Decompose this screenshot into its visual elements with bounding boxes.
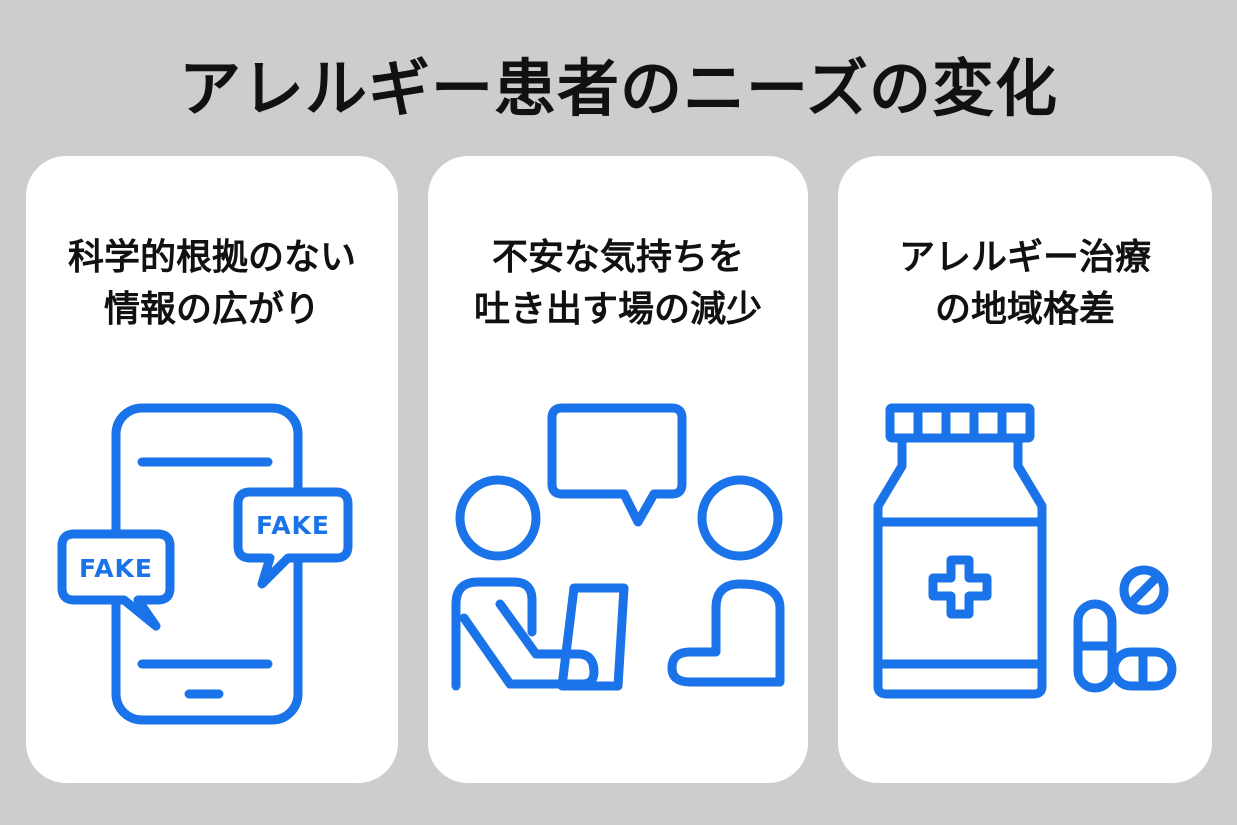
page-title: アレルギー患者のニーズの変化 bbox=[179, 52, 1058, 125]
caption-line-1: 科学的根拠のない bbox=[67, 237, 356, 278]
smartphone-fake-news-icon: FAKE FAKE bbox=[57, 403, 353, 725]
fake-label-left: FAKE bbox=[79, 554, 153, 583]
caption-line-1: アレルギー治療 bbox=[898, 237, 1151, 278]
caption-line-2: 吐き出す場の減少 bbox=[473, 289, 762, 330]
medicine-bottle-pills-icon bbox=[873, 403, 1177, 699]
card-caption: アレルギー治療 の地域格差 bbox=[838, 232, 1212, 336]
card-misinformation: 科学的根拠のない 情報の広がり FAKE FAKE bbox=[26, 156, 398, 783]
card-venting-place: 不安な気持ちを 吐き出す場の減少 bbox=[428, 156, 808, 783]
caption-line-2: の地域格差 bbox=[934, 289, 1115, 330]
caption-line-1: 不安な気持ちを bbox=[491, 237, 744, 278]
caption-line-2: 情報の広がり bbox=[103, 289, 320, 330]
consultation-conversation-icon bbox=[451, 403, 785, 691]
card-caption: 科学的根拠のない 情報の広がり bbox=[26, 232, 398, 336]
card-regional-disparity: アレルギー治療 の地域格差 bbox=[838, 156, 1212, 783]
fake-label-right: FAKE bbox=[256, 511, 330, 540]
card-caption: 不安な気持ちを 吐き出す場の減少 bbox=[428, 232, 808, 336]
